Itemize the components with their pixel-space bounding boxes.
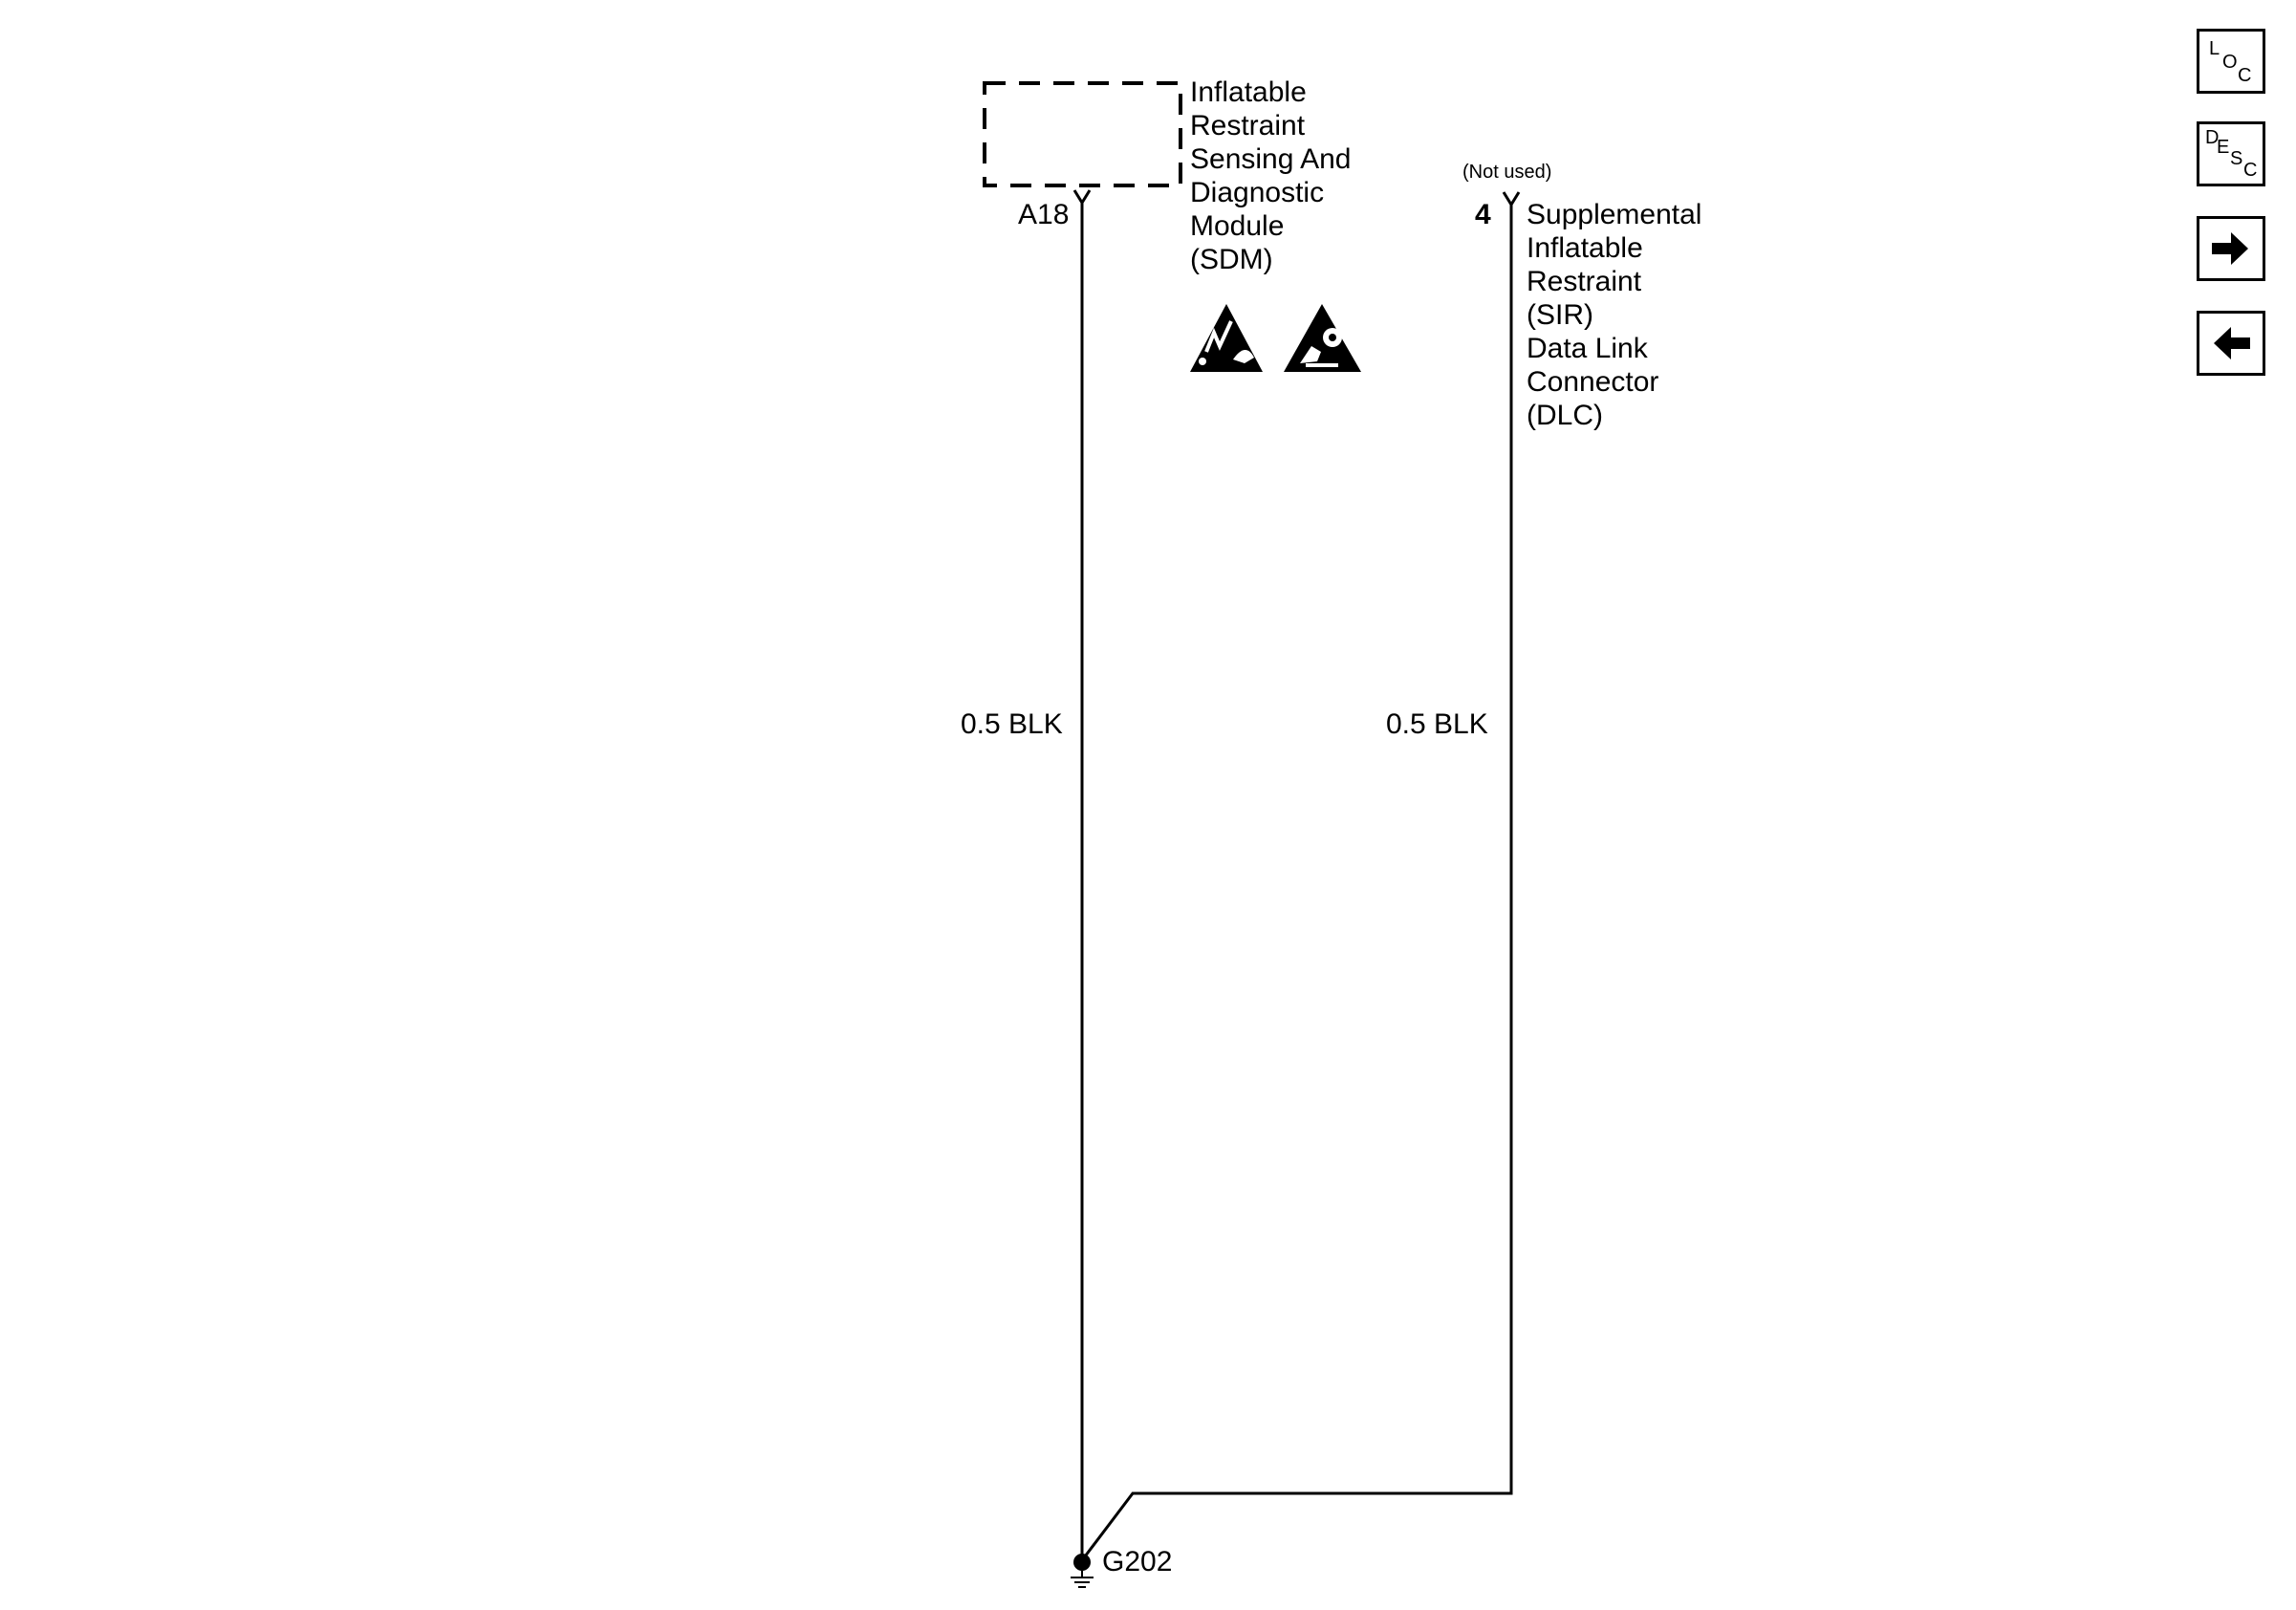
sdm-label-line: Diagnostic (1190, 177, 1325, 208)
dlc-terminal-label: 4 (1475, 199, 1491, 230)
wire-left-label: 0.5 BLK (961, 708, 1063, 740)
wire-right (1080, 205, 1513, 1561)
sdm-label-line: Inflatable (1190, 76, 1307, 108)
arrow-right-icon (2212, 232, 2248, 265)
desc-char: S (2230, 148, 2243, 169)
sdm-module-box (983, 81, 1182, 187)
sdm-label-line: Sensing And (1190, 143, 1352, 175)
prev-button[interactable] (2197, 311, 2265, 376)
dlc-terminal-symbol (1502, 191, 1521, 207)
loc-char: C (2238, 65, 2252, 86)
sdm-terminal-label: A18 (1018, 199, 1070, 230)
esd-warning-icon (1190, 304, 1263, 372)
airbag-warning-icon (1284, 304, 1361, 372)
dlc-label-line: Data Link (1527, 333, 1648, 364)
arrow-left-icon (2214, 327, 2250, 359)
dlc-label: Supplemental Inflatable Restraint (SIR) … (1527, 198, 1701, 432)
dlc-not-used-note: (Not used) (1462, 162, 1552, 183)
desc-char: D (2205, 127, 2220, 148)
dlc-label-line: Connector (1527, 366, 1659, 398)
ground-label: G202 (1102, 1546, 1173, 1577)
loc-char: O (2222, 52, 2238, 73)
sdm-label-line: (SDM) (1190, 244, 1273, 275)
sdm-label: Inflatable Restraint Sensing And Diagnos… (1190, 76, 1351, 276)
sdm-label-line: Restraint (1190, 110, 1306, 141)
desc-button[interactable]: D E S C (2197, 121, 2265, 186)
ground-icon (1071, 1554, 1094, 1588)
next-button[interactable] (2197, 216, 2265, 281)
dlc-label-line: Restraint (1527, 266, 1642, 297)
dlc-label-line: Inflatable (1527, 232, 1643, 264)
sdm-terminal-symbol (1072, 189, 1092, 206)
dlc-label-line: (SIR) (1527, 299, 1593, 331)
loc-button[interactable]: L O C (2197, 29, 2265, 94)
sdm-label-line: Module (1190, 210, 1285, 242)
loc-char: L (2209, 38, 2220, 59)
desc-char: E (2217, 137, 2230, 158)
dlc-label-line: Supplemental (1527, 199, 1702, 230)
dlc-label-line: (DLC) (1527, 400, 1603, 431)
desc-char: C (2243, 160, 2258, 181)
wire-right-label: 0.5 BLK (1386, 708, 1488, 740)
